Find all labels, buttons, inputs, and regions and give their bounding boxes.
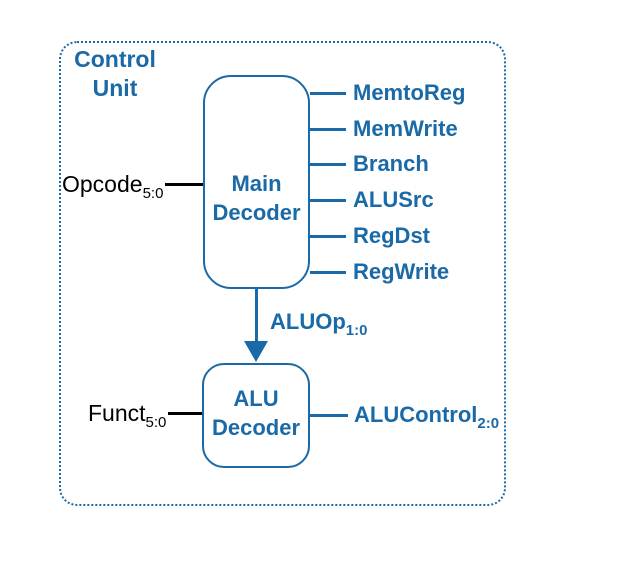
alucontrol-wire: [310, 413, 348, 417]
alu-decoder-box: ALU Decoder: [202, 363, 310, 468]
alucontrol-label: ALUControl2:0: [354, 402, 499, 431]
opcode-input-label: Opcode5:0: [62, 170, 163, 201]
funct-input: Funct5:0: [88, 397, 202, 430]
main-decoder-box: Main Decoder: [203, 75, 310, 289]
alucontrol-subscript: 2:0: [477, 415, 500, 432]
regdst-label: RegDst: [353, 223, 431, 248]
aluop-label: ALUOp1:0: [270, 309, 367, 339]
output-pin-regdst: RegDst: [310, 221, 430, 251]
opcode-subscript: 5:0: [142, 184, 164, 202]
regdst-wire: [310, 234, 346, 238]
output-pin-regwrite: RegWrite: [310, 257, 449, 287]
output-pin-alusrc: ALUSrc: [310, 185, 434, 215]
aluop-arrow-head: [244, 341, 268, 362]
output-pin-memtoreg: MemtoReg: [310, 78, 465, 108]
output-pin-memwrite: MemWrite: [310, 114, 458, 144]
control-unit-boundary: [59, 41, 506, 506]
output-pin-alucontrol: ALUControl2:0: [310, 400, 499, 431]
branch-wire: [310, 162, 346, 166]
alusrc-wire: [310, 198, 346, 202]
memwrite-label: MemWrite: [353, 116, 458, 141]
memwrite-wire: [310, 127, 346, 131]
opcode-text: Opcode: [62, 170, 143, 197]
funct-subscript: 5:0: [145, 413, 167, 431]
alusrc-label: ALUSrc: [353, 187, 434, 212]
alu-decoder-label: ALU Decoder: [211, 386, 301, 440]
opcode-wire: [165, 182, 203, 186]
main-decoder-label: Main Decoder: [212, 171, 301, 225]
branch-label: Branch: [353, 151, 429, 176]
funct-text: Funct: [88, 399, 146, 426]
funct-input-label: Funct5:0: [88, 399, 166, 430]
memtoreg-wire: [310, 91, 346, 95]
control-unit-title: Control Unit: [74, 46, 156, 102]
regwrite-label: RegWrite: [353, 259, 450, 284]
memtoreg-label: MemtoReg: [353, 80, 466, 105]
opcode-input: Opcode5:0: [62, 168, 203, 201]
aluop-subscript: 1:0: [345, 322, 368, 339]
funct-wire: [168, 411, 202, 415]
aluop-arrow-shaft: [255, 288, 258, 342]
aluop-text: ALUOp: [270, 309, 346, 334]
regwrite-wire: [310, 270, 346, 274]
output-pin-branch: Branch: [310, 149, 429, 179]
alucontrol-text: ALUControl: [354, 402, 478, 427]
